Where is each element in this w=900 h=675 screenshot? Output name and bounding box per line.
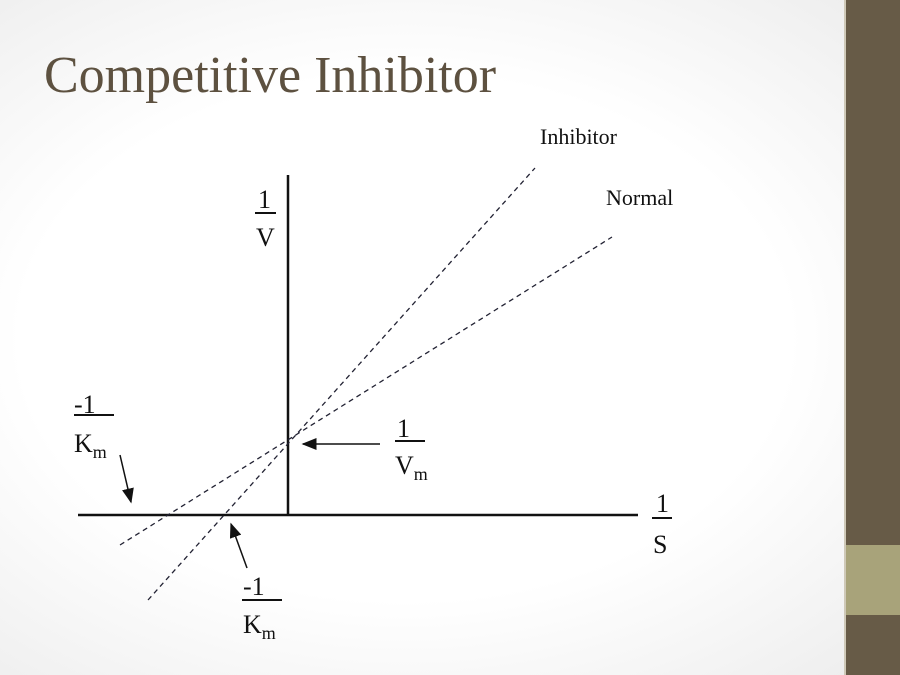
normal-label: Normal (606, 185, 673, 210)
vmax-den: Vm (395, 451, 428, 484)
km-inhibitor-arrow (229, 522, 248, 569)
slide-title: Competitive Inhibitor (44, 47, 497, 104)
x-label-num: 1 (656, 489, 669, 518)
km-normal-den: Km (74, 429, 107, 462)
vmax-num: 1 (397, 414, 410, 443)
slide-sidebar (844, 0, 900, 675)
km-inhibitor-num: -1 (243, 572, 265, 601)
km-inhibitor-den: Km (243, 610, 276, 643)
inhibitor-label: Inhibitor (540, 124, 618, 149)
inhibitor-line (147, 167, 536, 601)
y-label-den: V (256, 223, 275, 252)
normal-line (119, 236, 613, 546)
km-normal-arrow (119, 454, 134, 504)
y-label-num: 1 (258, 185, 271, 214)
sidebar-accent-band (846, 545, 900, 615)
km-normal-num: -1 (74, 390, 96, 419)
x-label-den: S (653, 530, 667, 559)
